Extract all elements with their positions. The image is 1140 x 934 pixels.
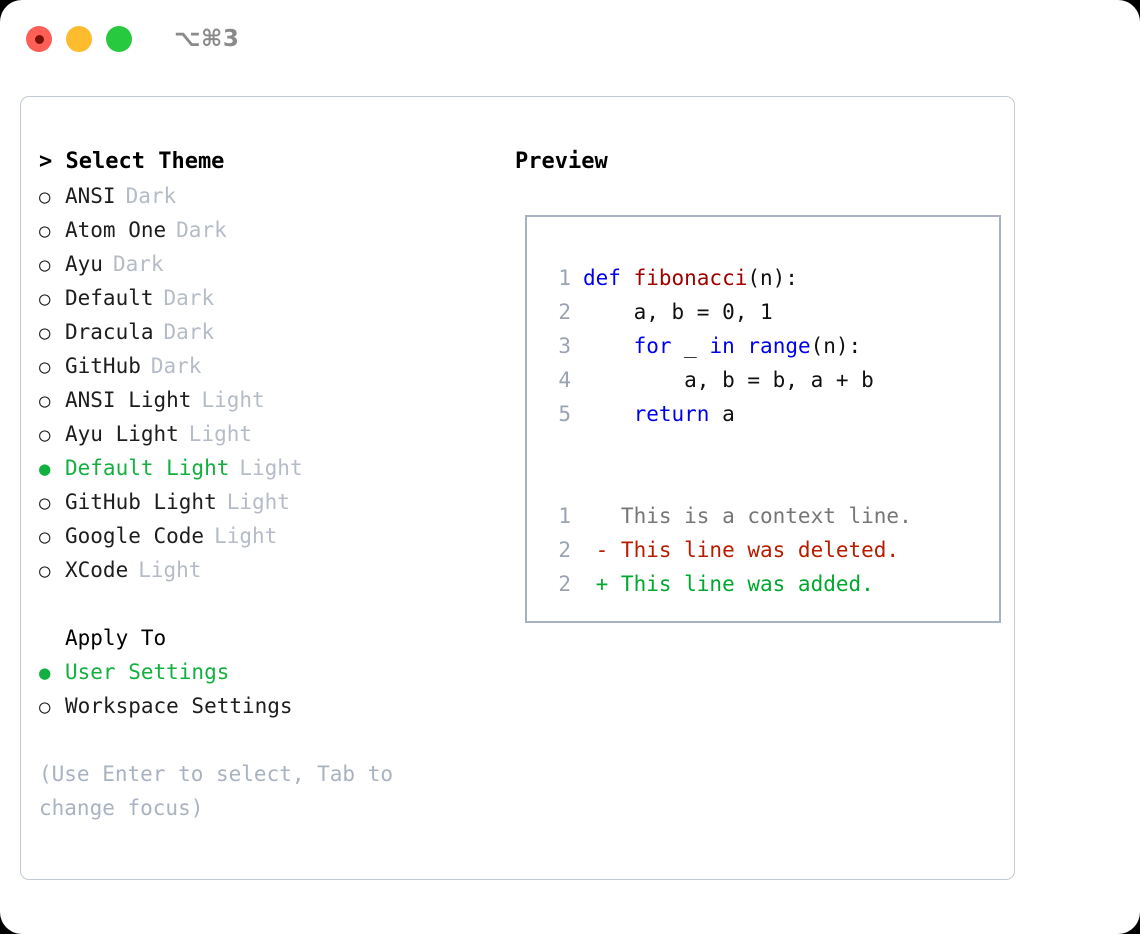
apply-to-option-list: ● User Settings ○ Workspace Settings: [39, 655, 509, 723]
theme-option-github[interactable]: ○ GitHub Dark: [39, 349, 509, 383]
diff-content: This is a context line.: [583, 504, 912, 528]
radio-unselected-icon[interactable]: ○: [39, 288, 51, 310]
code-line: 4 a, b = b, a + b: [541, 363, 999, 397]
code-line: 5 return a: [541, 397, 999, 431]
theme-option-label: Atom One: [65, 218, 167, 242]
theme-option-list: ○ ANSI Dark ○ Atom One Dark ○ Ayu Dark: [39, 179, 509, 587]
theme-option-ayu-light[interactable]: ○ Ayu Light Light: [39, 417, 509, 451]
theme-option-ayu[interactable]: ○ Ayu Dark: [39, 247, 509, 281]
apply-to-heading: Apply To: [65, 626, 167, 650]
code-spacer: [541, 465, 999, 499]
line-number: 2: [558, 572, 571, 596]
radio-unselected-icon[interactable]: ○: [39, 220, 51, 242]
radio-unselected-icon[interactable]: ○: [39, 254, 51, 276]
keyboard-hint-text: (Use Enter to select, Tab to change focu…: [39, 762, 406, 820]
theme-option-badge: Dark: [150, 354, 202, 378]
radio-unselected-icon[interactable]: ○: [39, 560, 51, 582]
theme-list-column: > Select Theme ○ ANSI Dark ○ Atom One Da…: [39, 145, 509, 879]
theme-option-badge: Light: [226, 490, 290, 514]
theme-option-badge: Light: [188, 422, 253, 446]
radio-unselected-icon[interactable]: ○: [39, 696, 51, 718]
theme-option-label: GitHub Light: [65, 490, 217, 514]
radio-unselected-icon[interactable]: ○: [39, 390, 51, 412]
theme-option-default-light[interactable]: ● Default Light Light: [39, 451, 509, 485]
radio-unselected-icon[interactable]: ○: [39, 526, 51, 548]
radio-unselected-icon[interactable]: ○: [39, 492, 51, 514]
code-line: 2 a, b = 0, 1: [541, 295, 999, 329]
theme-option-google-code[interactable]: ○ Google Code Light: [39, 519, 509, 553]
select-theme-heading: > Select Theme: [39, 149, 225, 174]
theme-option-label: Dracula: [65, 320, 154, 344]
line-number: 3: [558, 334, 571, 358]
code-line: 3 for _ in range(n):: [541, 329, 999, 363]
line-number: 2: [558, 538, 571, 562]
theme-option-badge: Dark: [163, 286, 215, 310]
apply-to-option-workspace-settings[interactable]: ○ Workspace Settings: [39, 689, 509, 723]
list-spacer: [39, 587, 509, 621]
code-spacer: [541, 431, 999, 465]
theme-option-badge: Dark: [163, 320, 215, 344]
diff-line-deleted: 2 - This line was deleted.: [541, 533, 999, 567]
theme-option-label: Default: [65, 286, 154, 310]
code-content: a, b = 0, 1: [583, 300, 773, 324]
preview-heading: Preview: [515, 149, 608, 174]
preview-box: 1 def fibonacci(n): 2 a, b = 0, 1 3 for …: [525, 215, 1001, 623]
radio-selected-icon[interactable]: ●: [39, 458, 51, 480]
traffic-lights: [26, 26, 132, 52]
zoom-window-icon[interactable]: [106, 26, 132, 52]
theme-option-github-light[interactable]: ○ GitHub Light Light: [39, 485, 509, 519]
theme-option-badge: Light: [239, 456, 303, 480]
line-number: 1: [558, 504, 571, 528]
radio-unselected-icon[interactable]: ○: [39, 356, 51, 378]
line-number: 2: [558, 300, 571, 324]
code-content: for _ in range(n):: [633, 334, 862, 358]
code-content: a, b = b, a + b: [583, 368, 874, 392]
line-number: 1: [558, 266, 571, 290]
theme-option-default[interactable]: ○ Default Dark: [39, 281, 509, 315]
theme-option-dracula[interactable]: ○ Dracula Dark: [39, 315, 509, 349]
theme-option-ansi-light[interactable]: ○ ANSI Light Light: [39, 383, 509, 417]
code-content: return a: [633, 402, 735, 426]
diff-content: + This line was added.: [583, 572, 874, 596]
theme-option-badge: Dark: [125, 184, 177, 208]
theme-option-badge: Light: [138, 558, 202, 582]
theme-option-label: ANSI: [65, 184, 116, 208]
apply-to-option-user-settings[interactable]: ● User Settings: [39, 655, 509, 689]
theme-option-badge: Light: [214, 524, 278, 548]
theme-option-badge: Dark: [176, 218, 227, 242]
preview-column: Preview 1 def fibonacci(n): 2 a, b = 0, …: [509, 145, 1014, 879]
theme-option-label: GitHub: [65, 354, 141, 378]
radio-selected-icon[interactable]: ●: [39, 662, 51, 684]
theme-option-label: Default Light: [65, 456, 230, 480]
theme-option-ansi[interactable]: ○ ANSI Dark: [39, 179, 509, 213]
diff-line-added: 2 + This line was added.: [541, 567, 999, 601]
theme-option-xcode[interactable]: ○ XCode Light: [39, 553, 509, 587]
diff-line-context: 1 This is a context line.: [541, 499, 999, 533]
theme-option-label: ANSI Light: [65, 388, 192, 412]
theme-option-badge: Light: [201, 388, 265, 412]
title-bar: ⌥⌘3: [0, 0, 1140, 78]
theme-option-label: XCode: [65, 558, 129, 582]
apply-to-option-label: Workspace Settings: [65, 694, 293, 718]
theme-option-badge: Dark: [112, 252, 164, 276]
minimize-window-icon[interactable]: [66, 26, 92, 52]
theme-picker-panel: > Select Theme ○ ANSI Dark ○ Atom One Da…: [20, 96, 1015, 880]
theme-option-label: Ayu: [65, 252, 103, 276]
theme-option-atom-one[interactable]: ○ Atom One Dark: [39, 213, 509, 247]
theme-option-label: Google Code: [65, 524, 205, 548]
close-window-icon[interactable]: [26, 26, 52, 52]
line-number: 4: [558, 368, 571, 392]
code-content: def fibonacci(n):: [583, 266, 798, 290]
theme-option-label: Ayu Light: [65, 422, 179, 446]
line-number: 5: [558, 402, 571, 426]
radio-unselected-icon[interactable]: ○: [39, 424, 51, 446]
radio-unselected-icon[interactable]: ○: [39, 322, 51, 344]
diff-content: - This line was deleted.: [583, 538, 900, 562]
radio-unselected-icon[interactable]: ○: [39, 186, 51, 208]
apply-to-option-label: User Settings: [65, 660, 230, 684]
code-line: 1 def fibonacci(n):: [541, 261, 999, 295]
keyboard-shortcut-label: ⌥⌘3: [174, 26, 240, 52]
